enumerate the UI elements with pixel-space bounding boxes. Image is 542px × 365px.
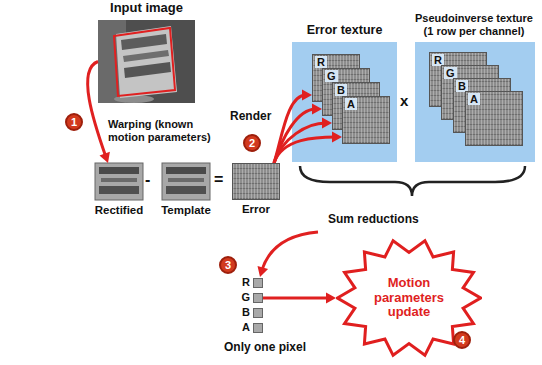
channel-name: A [468,93,480,105]
arrow-head [302,90,312,101]
connector [274,132,342,164]
result-pixel: G [253,293,263,303]
texture-panel: Pseudoinverse texture (1 row per channel… [415,42,535,162]
operator: - [145,170,150,189]
callout-number: 2 [243,134,261,152]
edge-label: Warping (known motion parameters) [108,118,220,144]
channel-name: R [315,56,327,68]
texture-layer: A [465,91,523,146]
photo-book-band [124,62,171,78]
channel-name: G [241,291,250,304]
rectified-image [95,163,143,200]
template-image: Template [162,163,210,200]
step-label: Render [230,109,271,123]
connector [88,62,110,164]
brace [300,166,525,196]
arrow-head [312,104,322,115]
image-caption: Template [161,204,211,218]
image-band [101,178,137,182]
photo-ground [98,20,195,103]
arrow-head [100,152,110,163]
texture-panel: Error textureRGBA [292,42,397,162]
panel-title: Pseudoinverse texture (1 row per channel… [409,12,539,38]
channel-name: A [345,98,357,110]
input-image: Input image [98,20,195,103]
connector [263,293,336,304]
arrow-head [326,293,336,304]
image-title: Input image [110,0,183,16]
photo-book-band [123,50,169,62]
image-caption: Error [242,203,270,217]
connector-line [274,137,336,163]
panel-title: Error texture [307,23,383,38]
texture-layer: A [342,96,390,144]
step-label: Only one pixel [224,340,306,354]
connector-line [274,123,326,163]
starburst-text: Motion parameters update [365,276,453,321]
channel-name: R [242,276,250,289]
template-image [162,163,210,200]
photo-book-band [121,34,167,50]
arrow-head [322,118,332,129]
channel-name: B [242,306,250,319]
image-caption: Rectified [95,204,144,218]
operator: = [214,170,223,189]
texture-panel [415,42,535,162]
result-pixel: A [253,323,263,333]
rectified-image: Rectified [95,163,143,200]
starburst-shape [337,241,480,356]
callout-number: 1 [65,113,83,131]
image-band [99,186,139,194]
callout-number: 4 [453,331,471,349]
channel-name: A [242,321,250,334]
channel-name: G [325,70,338,82]
result-pixel: R [253,278,263,288]
connector-line [263,297,330,300]
sum-arrow [262,232,318,271]
connector-line [88,62,106,158]
tracking-quad [114,28,175,96]
callout-number: 3 [219,256,237,274]
step-label: Sum reductions [328,212,419,226]
texture-panel [292,42,397,162]
channel-name: B [335,84,347,96]
image-band [166,167,206,174]
operator: x [400,92,408,110]
image-band [168,178,204,182]
image-band [166,186,206,194]
error-image: Error [232,163,280,200]
arrow-head [258,266,269,277]
result-pixel: B [253,308,263,318]
photo-book [116,26,177,98]
image-band [99,167,139,174]
arrow-head [332,132,342,143]
